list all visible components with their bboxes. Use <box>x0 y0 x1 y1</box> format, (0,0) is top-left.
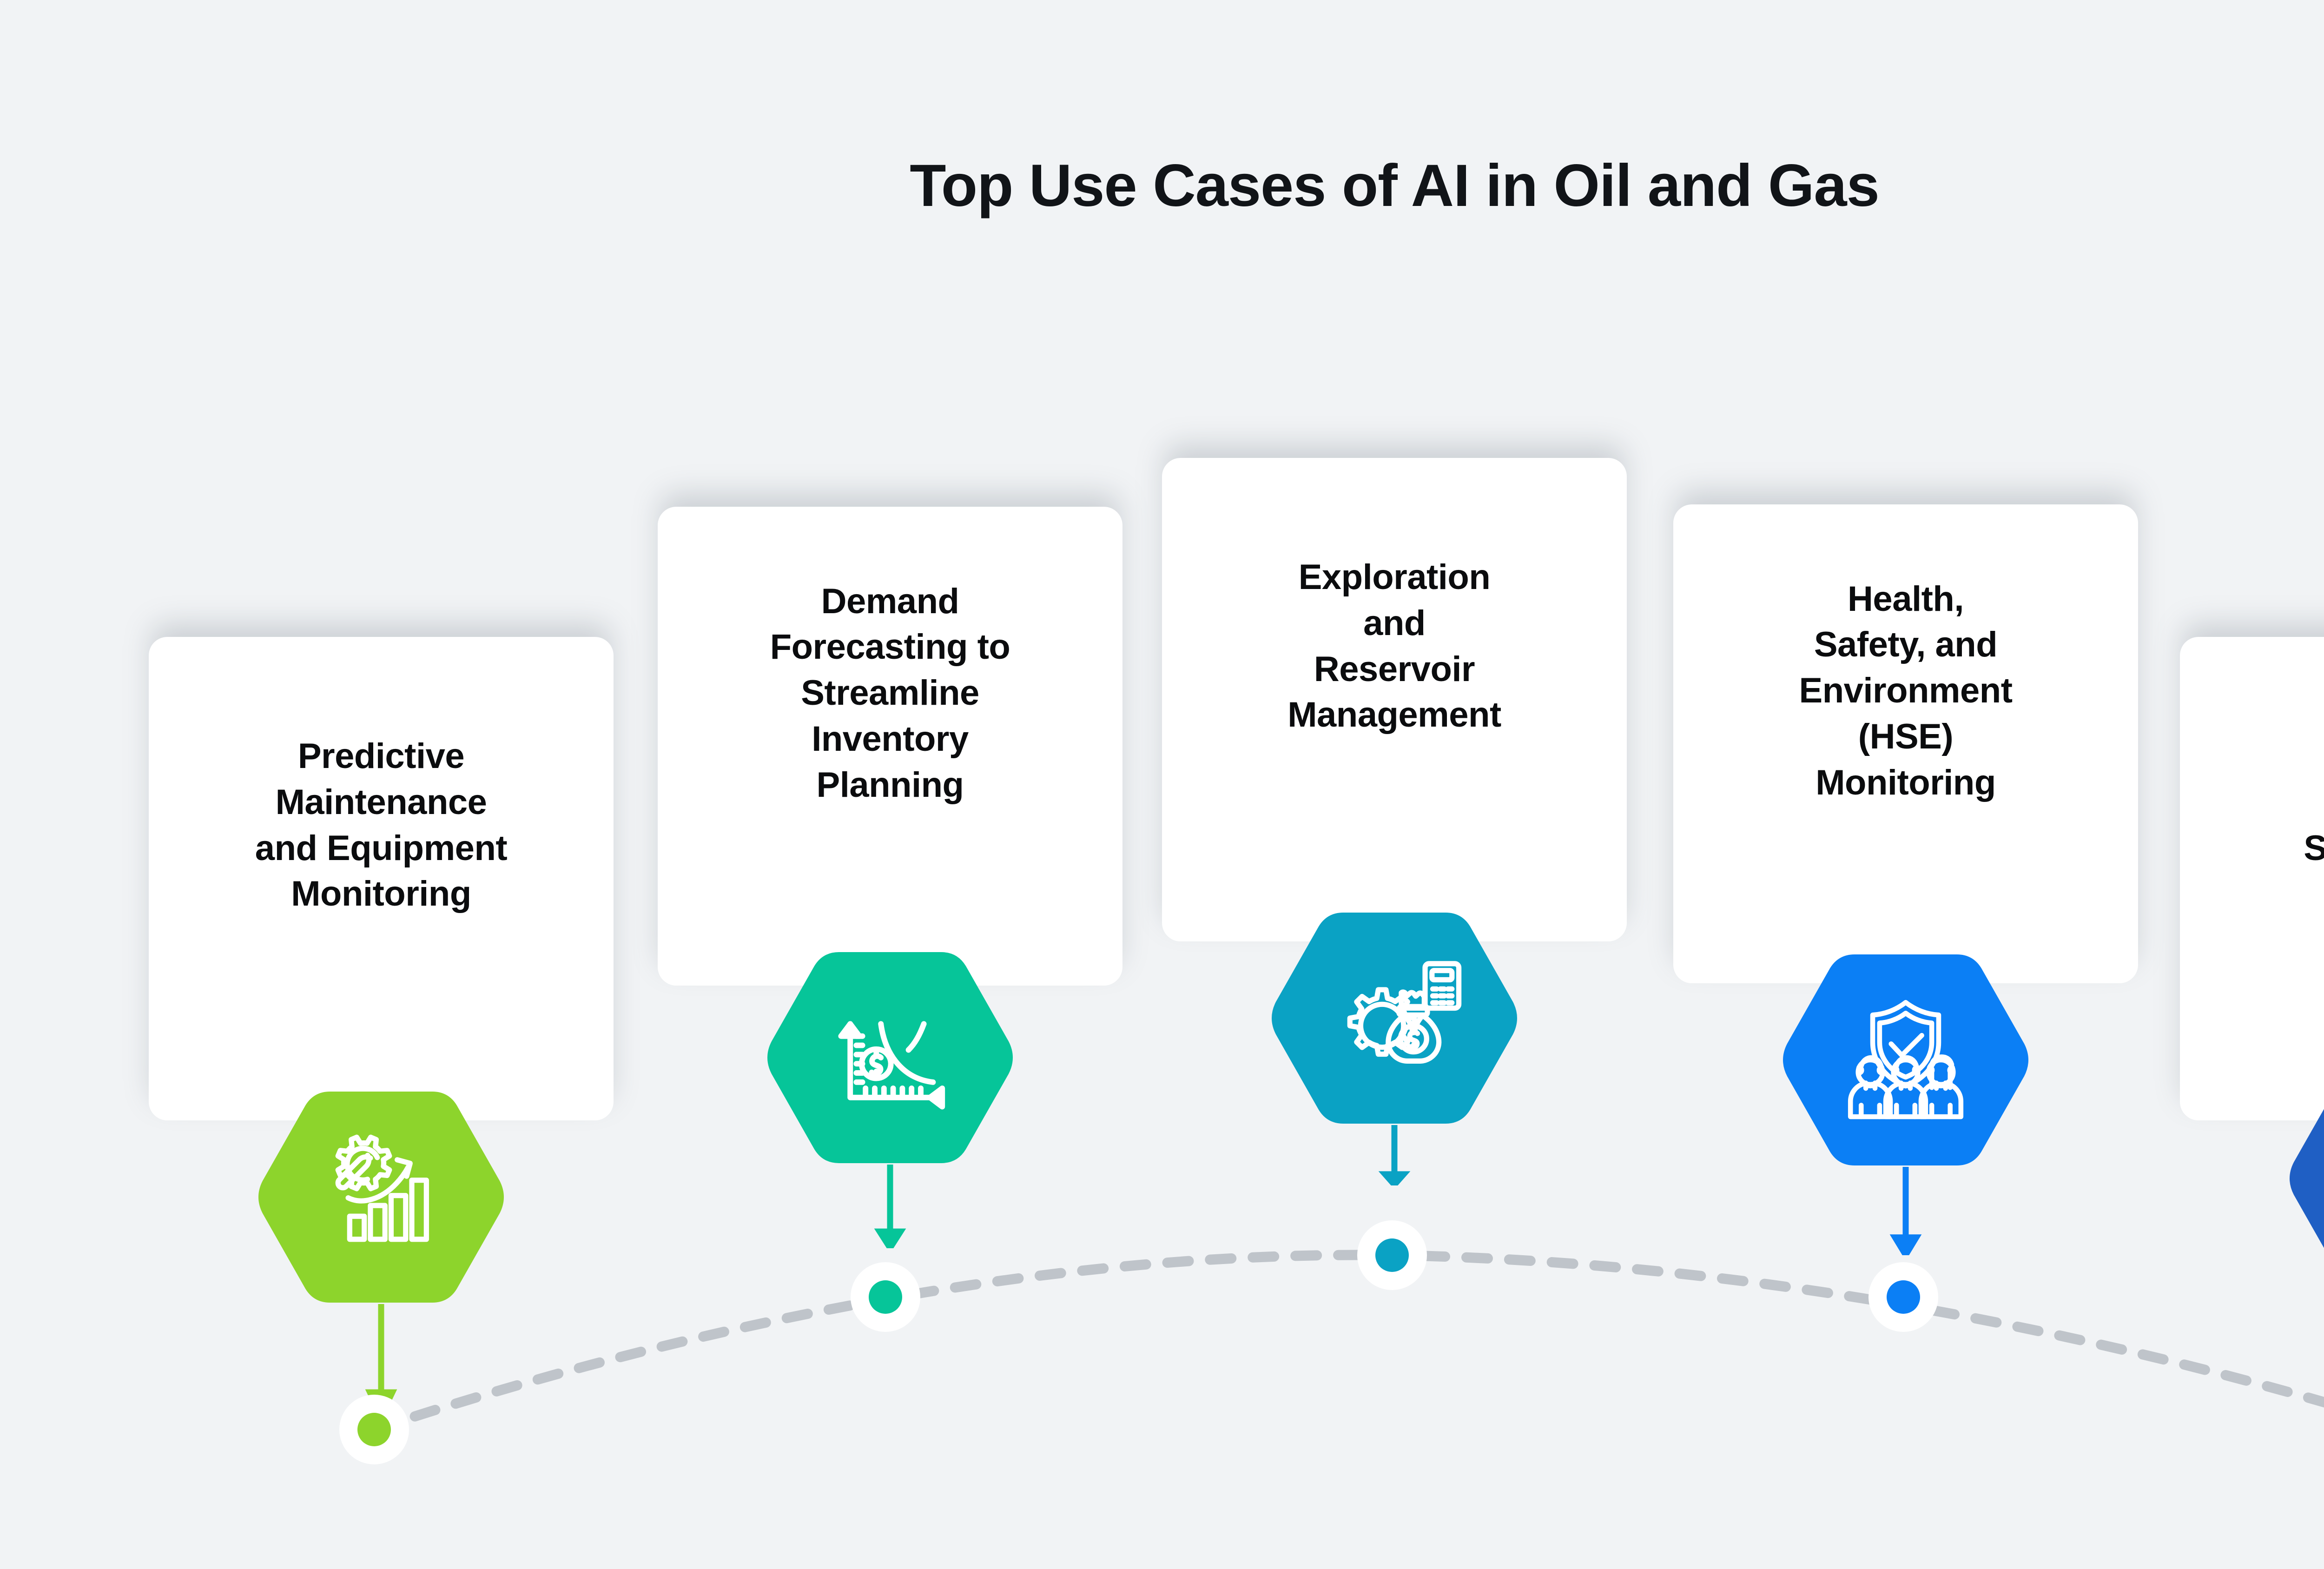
timeline-node-dot-3 <box>1375 1238 1409 1272</box>
timeline-node-4[interactable] <box>1868 1262 1938 1332</box>
timeline-node-1[interactable] <box>339 1395 409 1464</box>
use-case-badge-1[interactable] <box>258 1088 504 1306</box>
use-case-card-4[interactable]: Health, Safety, and Environment (HSE) Mo… <box>1673 504 2138 983</box>
timeline-node-2[interactable] <box>851 1262 920 1332</box>
timeline-node-dot-1 <box>357 1413 391 1446</box>
timeline-node-3[interactable] <box>1357 1220 1427 1290</box>
use-case-title-4: Health, Safety, and Environment (HSE) Mo… <box>1799 579 2013 802</box>
timeline-node-dot-2 <box>869 1280 902 1314</box>
use-case-column-3: Exploration and Reservoir Management <box>1162 0 1627 1569</box>
hexagon-shape-5 <box>2290 1109 2324 1248</box>
timeline-node-dot-4 <box>1887 1280 1920 1314</box>
gear-wrench-bar-chart-growth-icon <box>335 1134 429 1242</box>
page-title: Top Use Cases of AI in Oil and Gas <box>910 152 1880 219</box>
use-case-card-1[interactable]: Predictive Maintenance and Equipment Mon… <box>149 637 614 1120</box>
use-case-column-2: Demand Forecasting to Streamline Invento… <box>658 0 1122 1569</box>
shield-check-team-icon <box>1848 1000 1964 1119</box>
use-case-title-2: Demand Forecasting to Streamline Invento… <box>770 581 1010 805</box>
use-case-badge-2[interactable] <box>767 948 1013 1167</box>
use-case-card-2[interactable]: Demand Forecasting to Streamline Invento… <box>658 507 1122 986</box>
use-case-card-3[interactable]: Exploration and Reservoir Management <box>1162 458 1627 941</box>
use-case-column-5: Analyzing Seismic Data <box>2180 0 2324 1569</box>
use-case-badge-4[interactable] <box>1783 951 2029 1169</box>
use-case-title-5: Analyzing Seismic Data <box>2304 828 2324 868</box>
use-case-badge-3[interactable] <box>1271 909 1518 1127</box>
use-case-column-4: Health, Safety, and Environment (HSE) Mo… <box>1673 0 2138 1569</box>
use-case-badge-5[interactable] <box>2289 1069 2324 1288</box>
connector-arrow-3 <box>1378 1125 1411 1185</box>
use-case-title-1: Predictive Maintenance and Equipment Mon… <box>255 736 508 914</box>
connector-arrow-2 <box>874 1165 906 1248</box>
demand-curve-dollar-chart-icon <box>838 1021 945 1110</box>
use-case-column-1: Predictive Maintenance and Equipment Mon… <box>149 0 614 1569</box>
use-case-title-3: Exploration and Reservoir Management <box>1287 557 1501 735</box>
use-case-card-5[interactable]: Analyzing Seismic Data <box>2180 637 2324 1120</box>
gear-money-bag-calculator-icon <box>1347 961 1462 1064</box>
connector-arrow-4 <box>1889 1167 1922 1255</box>
